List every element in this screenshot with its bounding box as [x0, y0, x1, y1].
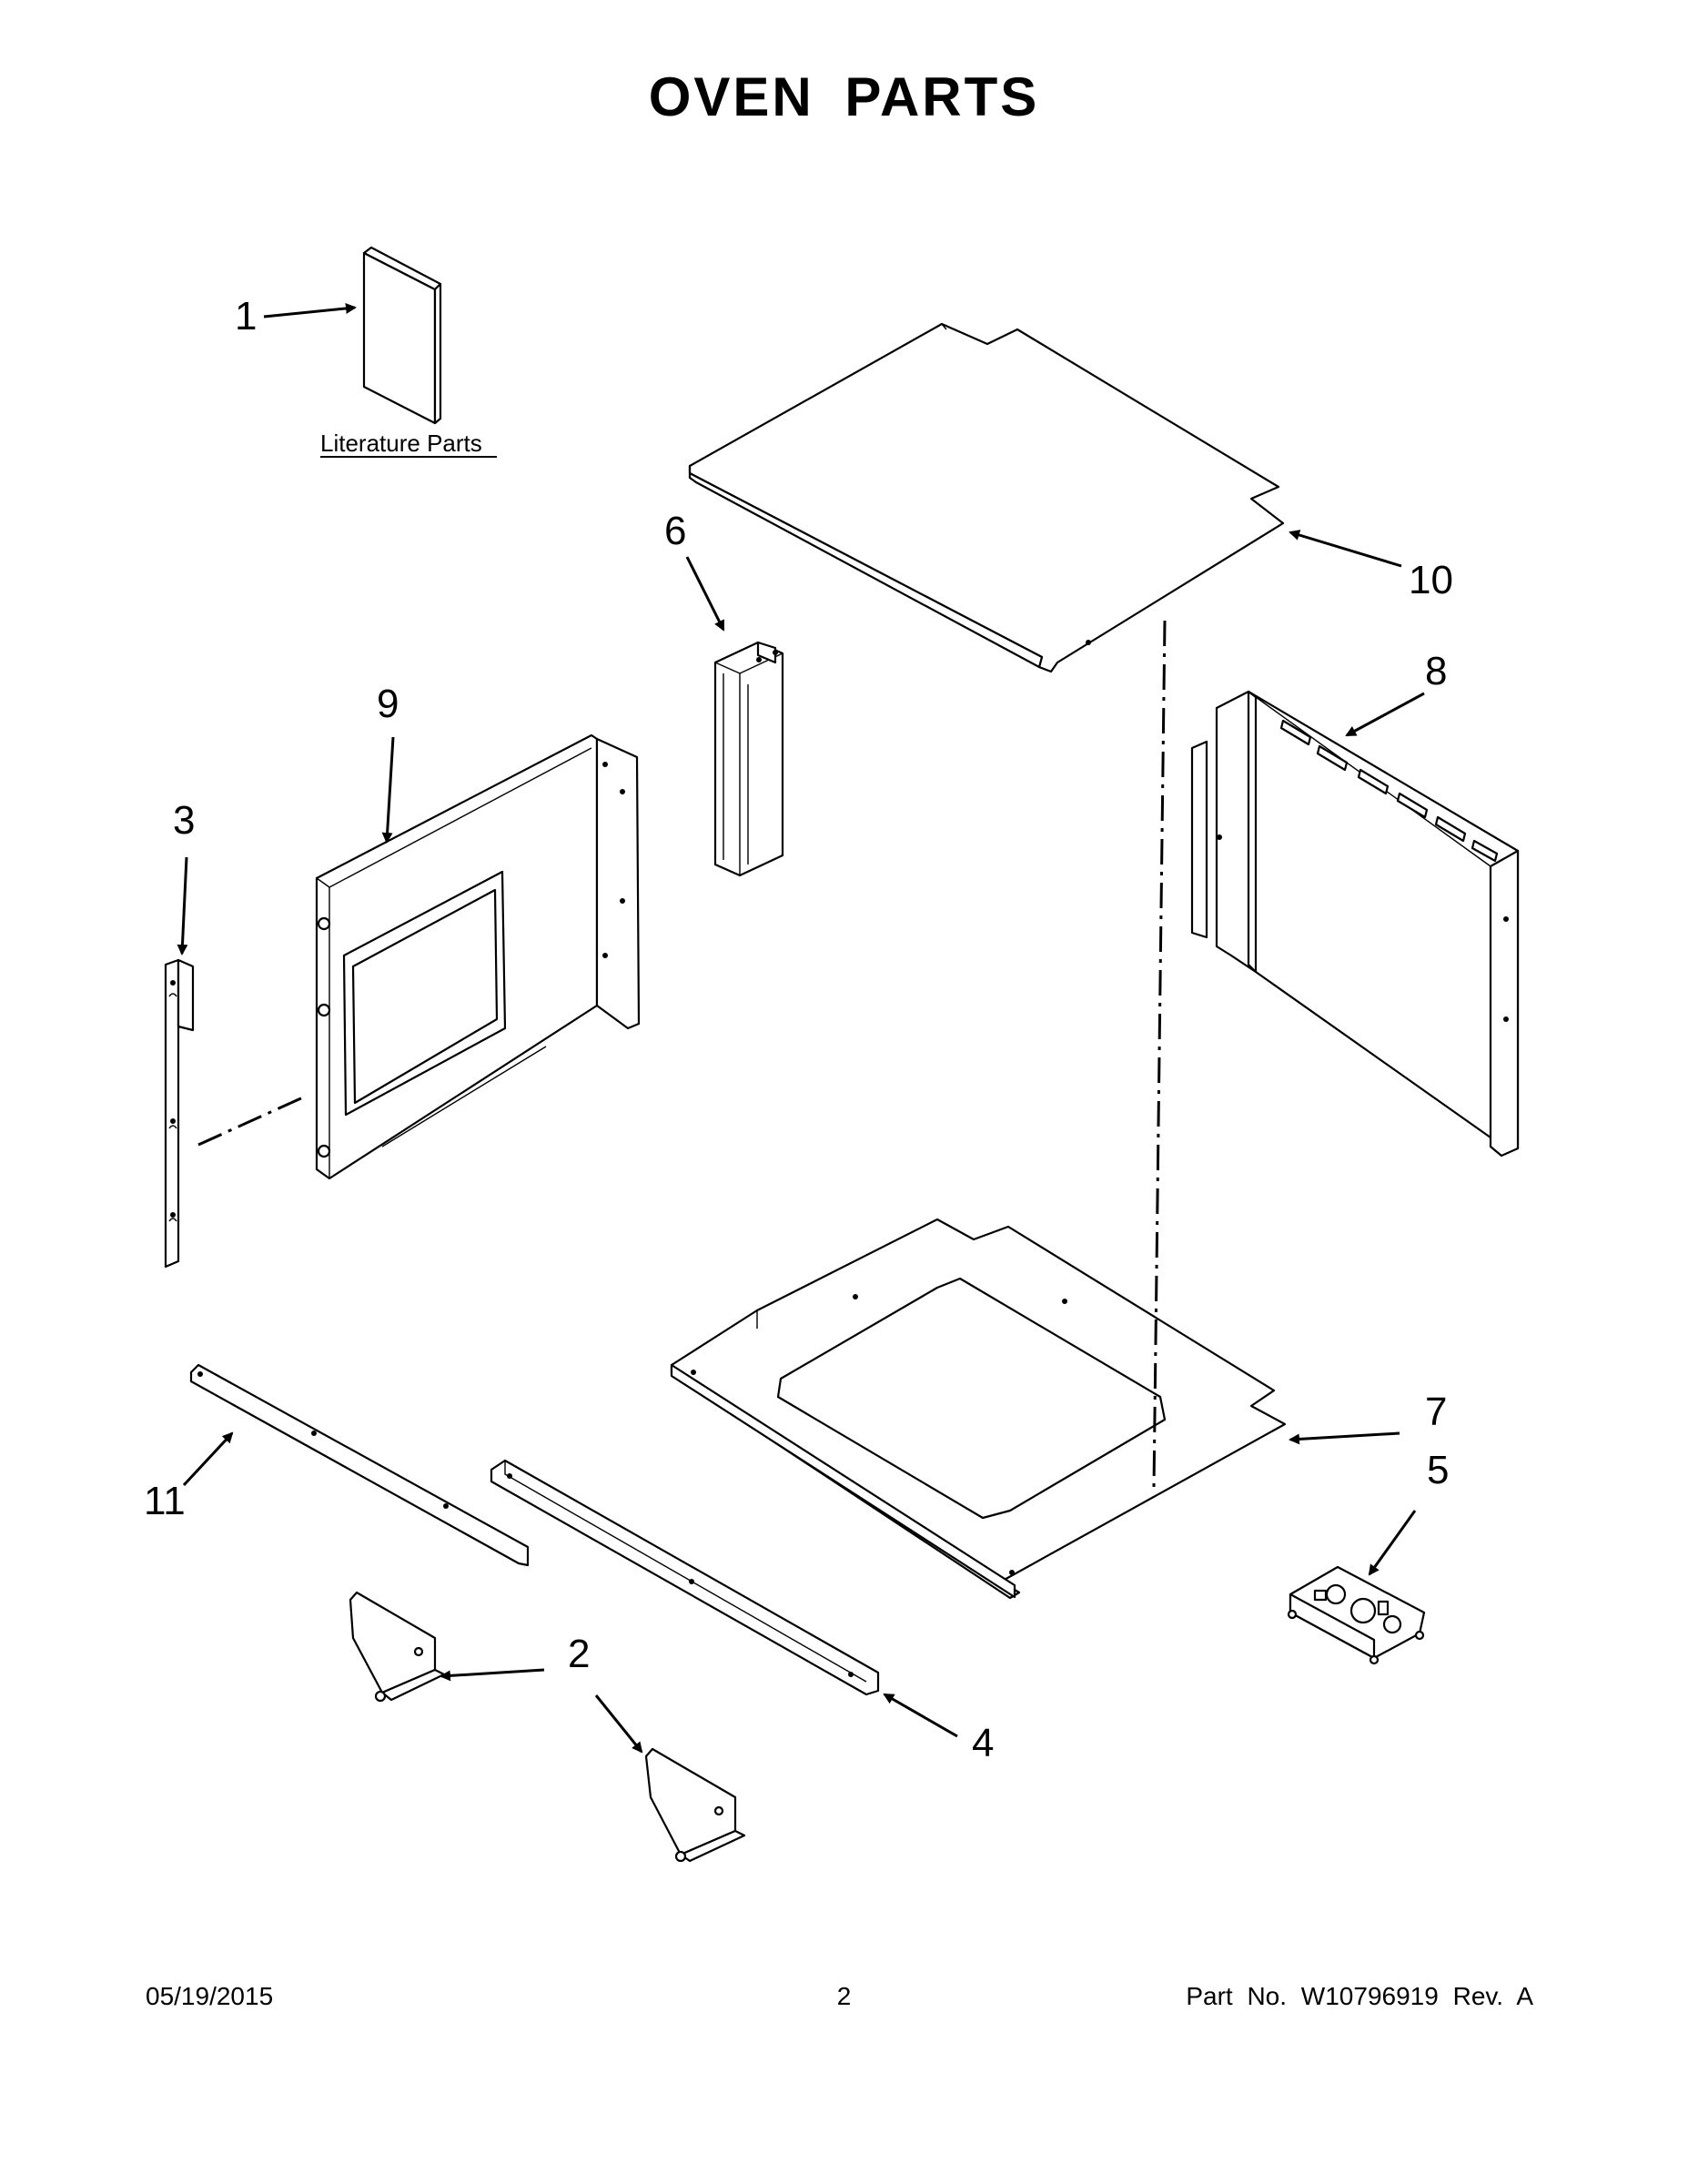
part-6-channel	[713, 641, 784, 877]
page-title: OVEN PARTS	[648, 66, 1040, 127]
callout-9: 9	[377, 682, 399, 726]
leader-arrows	[177, 303, 1425, 1754]
part-3-bracket	[164, 958, 195, 1269]
callout-3: 3	[173, 798, 195, 843]
part-7-bottom-panel	[670, 1218, 1287, 1600]
part-2-bracket-a	[349, 1591, 446, 1703]
part-2-bracket-b	[644, 1747, 746, 1863]
part-11-rail	[189, 1363, 530, 1567]
part-10-top-panel	[688, 322, 1285, 673]
alignment-line-vertical	[1152, 620, 1167, 1489]
alignment-line-bracket	[197, 1095, 306, 1147]
callout-11: 11	[144, 1479, 186, 1523]
callout-6: 6	[664, 509, 686, 553]
part-1-literature	[362, 246, 442, 425]
footer-page-number: 2	[836, 1982, 852, 2010]
part-4-rail	[490, 1459, 880, 1696]
footer-date: 05/19/2015	[146, 1982, 274, 2010]
footer-part-number: Part No. W10796919 Rev. A	[1186, 1982, 1533, 2010]
callout-8: 8	[1425, 649, 1447, 693]
callout-4: 4	[972, 1721, 994, 1765]
part-5-control-board	[1287, 1565, 1426, 1665]
callout-7: 7	[1425, 1390, 1447, 1434]
part-8-rear-panel	[1190, 690, 1520, 1158]
callout-1: 1	[235, 294, 257, 339]
callout-10: 10	[1409, 558, 1453, 602]
part-9-side-panel	[315, 733, 641, 1180]
literature-parts-label: Literature Parts	[320, 430, 482, 457]
callout-5: 5	[1427, 1448, 1449, 1492]
callout-2: 2	[568, 1632, 590, 1676]
